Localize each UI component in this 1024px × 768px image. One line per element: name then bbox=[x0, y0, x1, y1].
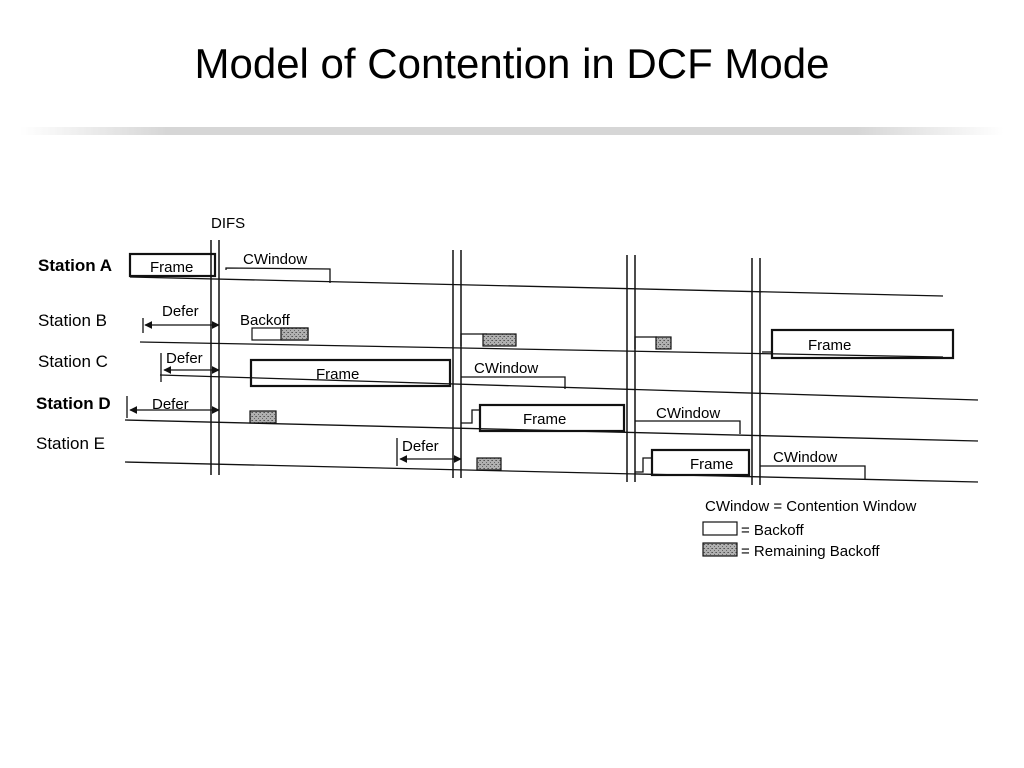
station-b-timeline bbox=[139, 318, 955, 360]
legend: CWindow = Contention Window = Backoff = … bbox=[702, 498, 917, 560]
frame-box bbox=[478, 403, 626, 433]
cwindow-label: CWindow bbox=[474, 360, 538, 377]
backoff-label: Backoff bbox=[240, 312, 291, 329]
station-c-timeline bbox=[159, 353, 979, 401]
station-label-d: Station D bbox=[36, 394, 111, 413]
cwindow-label: CWindow bbox=[656, 405, 720, 422]
remaining-backoff-box bbox=[655, 336, 672, 350]
legend-backoff-label: = Backoff bbox=[741, 522, 805, 539]
station-label-b: Station B bbox=[38, 311, 107, 330]
legend-definition: CWindow = Contention Window bbox=[705, 498, 917, 515]
legend-remaining-label: = Remaining Backoff bbox=[741, 543, 880, 560]
station-a-timeline bbox=[128, 252, 944, 297]
remaining-backoff-box bbox=[482, 333, 517, 347]
frame-box bbox=[128, 252, 217, 278]
station-label-e: Station E bbox=[36, 434, 105, 453]
frame-box bbox=[770, 328, 955, 360]
station-label-a: Station A bbox=[38, 256, 112, 275]
title-divider bbox=[20, 127, 1004, 135]
frame-label: Frame bbox=[150, 259, 193, 276]
cwindow-label: CWindow bbox=[243, 251, 307, 268]
slide-title: Model of Contention in DCF Mode bbox=[194, 40, 830, 87]
legend-backoff-swatch bbox=[702, 521, 738, 536]
remaining-backoff-box bbox=[476, 457, 502, 471]
frame-box bbox=[650, 448, 751, 477]
remaining-backoff-box bbox=[249, 410, 277, 424]
frame-label: Frame bbox=[523, 411, 566, 428]
defer-label: Defer bbox=[162, 303, 199, 320]
cwindow-bracket bbox=[225, 267, 331, 283]
frame-label: Frame bbox=[690, 456, 733, 473]
remaining-backoff-box bbox=[280, 327, 309, 341]
legend-remaining-swatch bbox=[702, 542, 738, 557]
difs-label: DIFS bbox=[211, 215, 245, 232]
cwindow-bracket bbox=[461, 376, 566, 389]
cwindow-label: CWindow bbox=[773, 449, 837, 466]
frame-label: Frame bbox=[316, 366, 359, 383]
defer-label: Defer bbox=[166, 350, 203, 367]
station-label-c: Station C bbox=[38, 352, 108, 371]
cwindow-bracket bbox=[760, 465, 866, 479]
frame-box bbox=[249, 358, 452, 388]
frame-label: Frame bbox=[808, 337, 851, 354]
cwindow-bracket bbox=[635, 420, 741, 434]
defer-label: Defer bbox=[152, 396, 189, 413]
defer-label: Defer bbox=[402, 438, 439, 455]
station-e-timeline bbox=[124, 438, 979, 483]
